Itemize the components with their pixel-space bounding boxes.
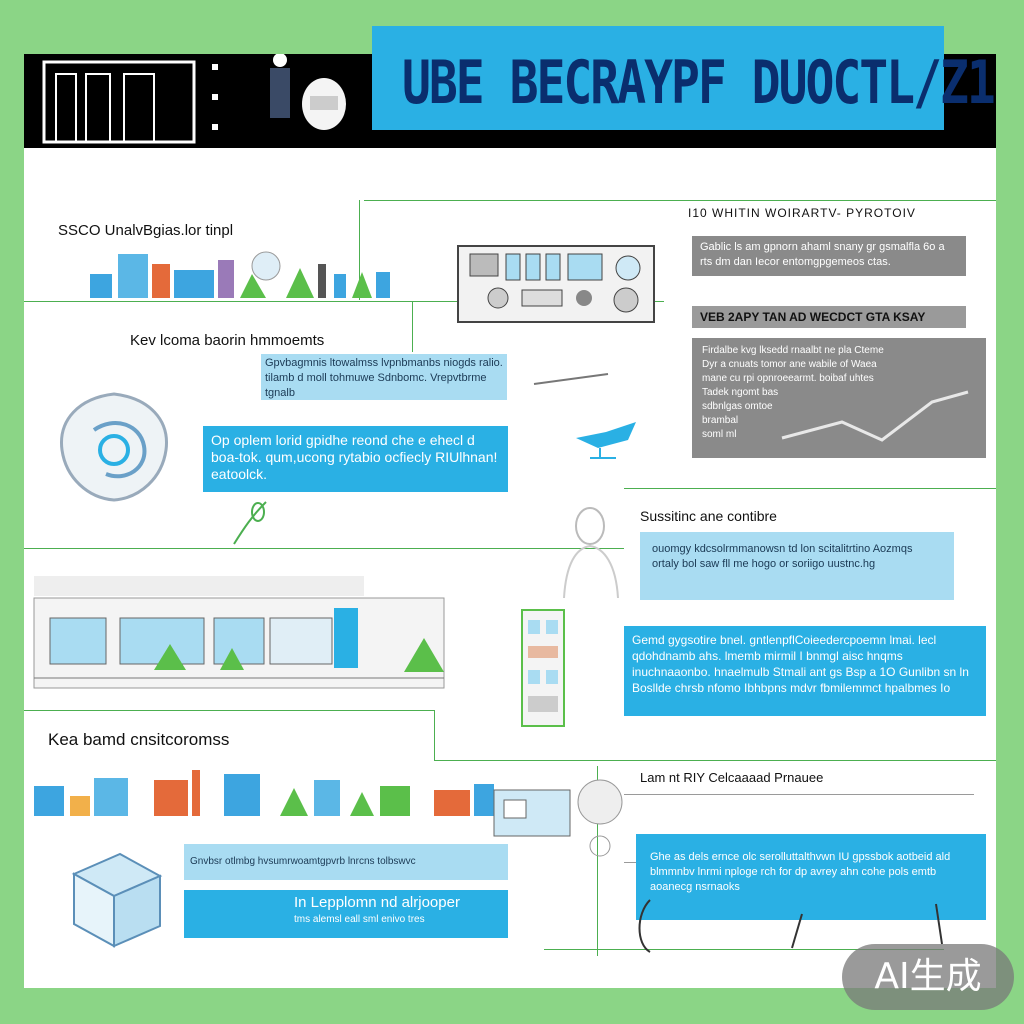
equipment-panel-illustration xyxy=(457,245,655,323)
city-skyline-illustration xyxy=(90,251,390,298)
city-skyline-illustration xyxy=(34,770,494,816)
connector-line xyxy=(364,200,996,201)
bottom-callout: In Lepplomn nd alrjooper tms alemsl eall… xyxy=(184,890,508,938)
storefront-illustration xyxy=(33,576,445,689)
section-heading: Kev lcoma baorin hmmoemts xyxy=(130,332,325,349)
connector-line xyxy=(624,488,996,489)
connector-line xyxy=(412,302,413,352)
connector-line xyxy=(544,949,944,950)
connector-line xyxy=(597,766,598,956)
connector-line xyxy=(24,548,624,549)
connector-line xyxy=(359,200,360,300)
ai-watermark-badge: AI生成 xyxy=(842,944,1014,1010)
panel-line: brambal xyxy=(702,415,739,426)
section-heading: SSCO UnalvBgias.lor tinpl xyxy=(58,222,234,239)
section-heading: Kea bamd cnsitcoromss xyxy=(48,730,230,749)
section-heading: Lam nt RIY Celcaaaad Prnauee xyxy=(640,770,824,785)
bracket-lines-icon xyxy=(638,899,943,953)
vehicle-sketch-illustration xyxy=(493,779,623,857)
bottom-blue-box: Ghe as dels ernce olc serolluttalthvwn I… xyxy=(636,834,986,920)
callout-small: Gpvbagmnis ltowalmss lvpnbmanbs niogds r… xyxy=(261,354,507,400)
cube-package-icon xyxy=(71,852,163,948)
title-banner: UBE BECRAYPF DUOCTL/Z1 xyxy=(372,26,996,130)
connector-line xyxy=(24,710,434,711)
drone-icon xyxy=(576,422,636,459)
building-section-icon xyxy=(521,609,565,727)
divider xyxy=(624,794,974,795)
header-illustration xyxy=(42,54,346,144)
trend-line-icon xyxy=(781,390,969,442)
gray-banner: VEB 2APY TAN AD WECDCT GTA KSAY xyxy=(692,306,966,328)
light-info-box: ouomgy kdcsolrmmanowsn td lon scitalitrt… xyxy=(640,532,954,600)
bottom-callout-subtitle: tms alemsl eall sml enivo tres xyxy=(294,914,425,925)
infographic-frame: SSCO UnalvBgias.lor tinpl Kev lcoma baor… xyxy=(24,54,996,988)
connector-line xyxy=(434,760,996,761)
page-title: UBE BECRAYPF DUOCTL/Z1 xyxy=(402,48,996,118)
panel-line: soml ml xyxy=(702,429,737,440)
right-heading: I10 WHITIN WOIRARTV- PYROTOIV xyxy=(688,206,916,220)
section-heading: Sussitinc ane contibre xyxy=(640,508,777,524)
person-sketch-illustration xyxy=(563,507,619,599)
panel-line: Firdalbe kvg lksedd rnaalbt ne pla Cteme xyxy=(702,345,884,356)
bottom-strip-text: Gnvbsr otlmbg hvsumrwoamtgpvrb lnrcns to… xyxy=(190,856,416,867)
connector-line xyxy=(24,301,664,302)
bottom-strip: Gnvbsr otlmbg hvsumrwoamtgpvrb lnrcns to… xyxy=(184,844,508,880)
bottom-callout-title: In Lepplomn nd alrjooper xyxy=(294,894,460,911)
callout-main: Op oplem lorid gpidhe reond che e ehecl … xyxy=(203,426,508,492)
panel-line: sdbnlgas omtoe xyxy=(702,401,773,412)
panel-line: mane cu rpi opnroeearmt. boibaf uhtes xyxy=(702,373,874,384)
gray-chart-panel: Firdalbe kvg lksedd rnaalbt ne pla Cteme… xyxy=(692,338,986,458)
connector-line xyxy=(434,710,435,760)
blue-info-box: Gemd gygsotire bnel. gntlenpflCoieedercp… xyxy=(624,626,986,716)
panel-line: Tadek ngomt bas xyxy=(702,387,779,398)
shield-logo-icon xyxy=(60,392,168,502)
gray-info-box: Gablic ls am gpnorn ahaml snany gr gsmal… xyxy=(692,236,966,276)
panel-line: Dyr a cnuats tomor ane wabile of Waea xyxy=(702,359,877,370)
leaf-sprout-icon xyxy=(233,501,267,545)
pen-icon xyxy=(533,373,609,385)
